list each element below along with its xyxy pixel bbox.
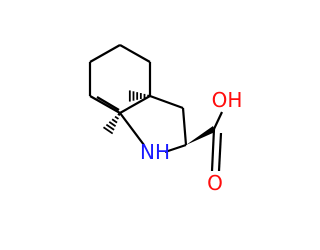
bond-c8-c3a bbox=[119, 95, 151, 114]
bond-c3a-c3 bbox=[149, 94, 184, 110]
bond-c7-c8-inner bbox=[96, 96, 120, 111]
bond-n1-c7a bbox=[119, 112, 145, 146]
hash-line bbox=[108, 121, 117, 127]
wedge-bond-c2-carboxyl bbox=[186, 126, 215, 145]
atom-label-hydroxyl: OH bbox=[212, 88, 243, 112]
hash-line bbox=[105, 123, 115, 131]
hashed-stereo-bond-c3a bbox=[128, 90, 150, 102]
bond-carboxyl-oh bbox=[213, 111, 223, 130]
bond-c7-c8 bbox=[89, 95, 121, 114]
atom-label-carbonyl-oxygen: O bbox=[207, 171, 223, 195]
bond-c5-c6 bbox=[89, 44, 121, 63]
hash-line bbox=[111, 118, 118, 124]
hash-line bbox=[114, 115, 119, 120]
bond-c4-c5 bbox=[119, 44, 151, 63]
hash-line bbox=[102, 126, 114, 135]
bond-carbonyl-2 bbox=[217, 132, 223, 172]
bond-c2-n1 bbox=[164, 143, 187, 154]
bond-c3-c2 bbox=[181, 107, 188, 146]
hash-line bbox=[117, 113, 121, 117]
molecule-structure: NH OH O bbox=[88, 44, 243, 195]
atom-label-nh: NH bbox=[140, 140, 170, 164]
bond-carbonyl-1 bbox=[210, 128, 216, 172]
hashed-stereo-bond-c7a bbox=[102, 113, 121, 135]
